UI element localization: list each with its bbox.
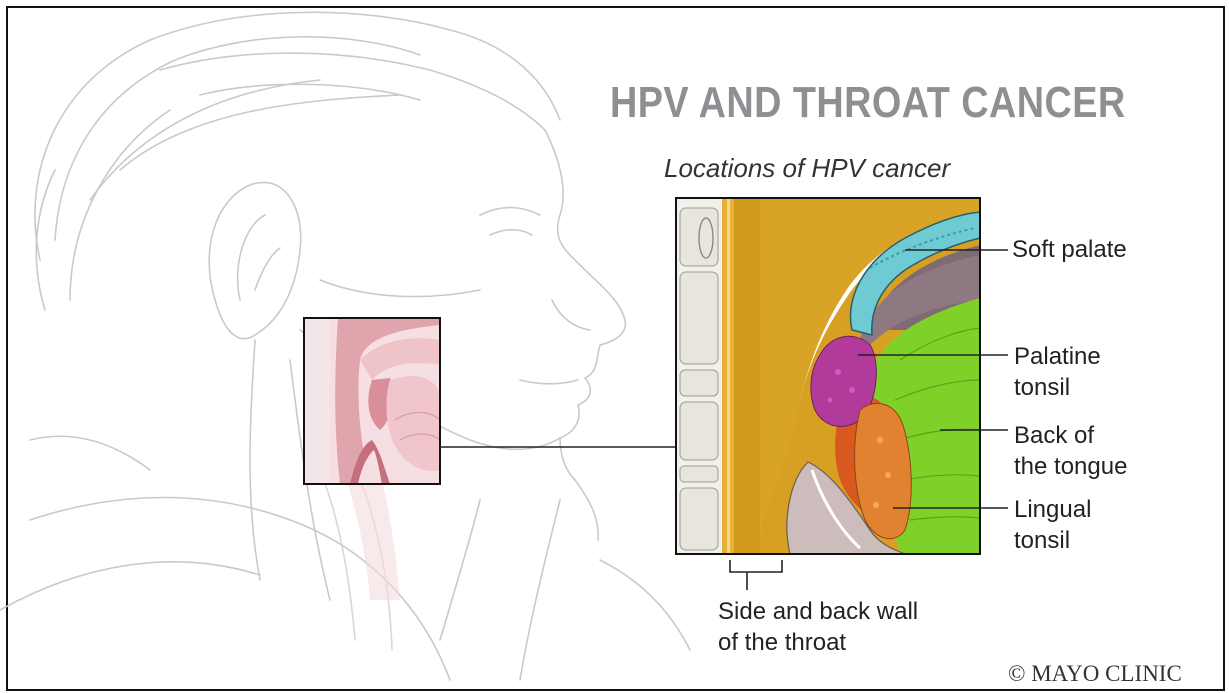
label-lingual-tonsil-line2: tonsil [1014,525,1091,556]
label-soft-palate-text: Soft palate [1012,234,1127,265]
label-palatine-tonsil: Palatine tonsil [1014,341,1101,403]
throat-wall-bracket [730,560,782,572]
label-soft-palate: Soft palate [1012,234,1127,265]
throat-cross-section-illustration [676,198,980,554]
label-lingual-tonsil: Lingual tonsil [1014,494,1091,556]
diagram-subtitle: Locations of HPV cancer [664,153,950,184]
label-palatine-tonsil-line2: tonsil [1014,372,1101,403]
label-back-of-tongue: Back of the tongue [1014,420,1127,482]
label-back-of-tongue-line1: Back of [1014,420,1127,451]
label-lingual-tonsil-line1: Lingual [1014,494,1091,525]
small-throat-inset [304,318,440,484]
diagram-title: HPV AND THROAT CANCER [610,78,1100,128]
label-back-of-tongue-line2: the tongue [1014,451,1127,482]
label-throat-wall-line1: Side and back wall [718,596,918,627]
label-throat-wall: Side and back wall of the throat [718,596,918,658]
copyright-notice: © MAYO CLINIC [1008,661,1182,687]
label-palatine-tonsil-line1: Palatine [1014,341,1101,372]
label-throat-wall-line2: of the throat [718,627,918,658]
